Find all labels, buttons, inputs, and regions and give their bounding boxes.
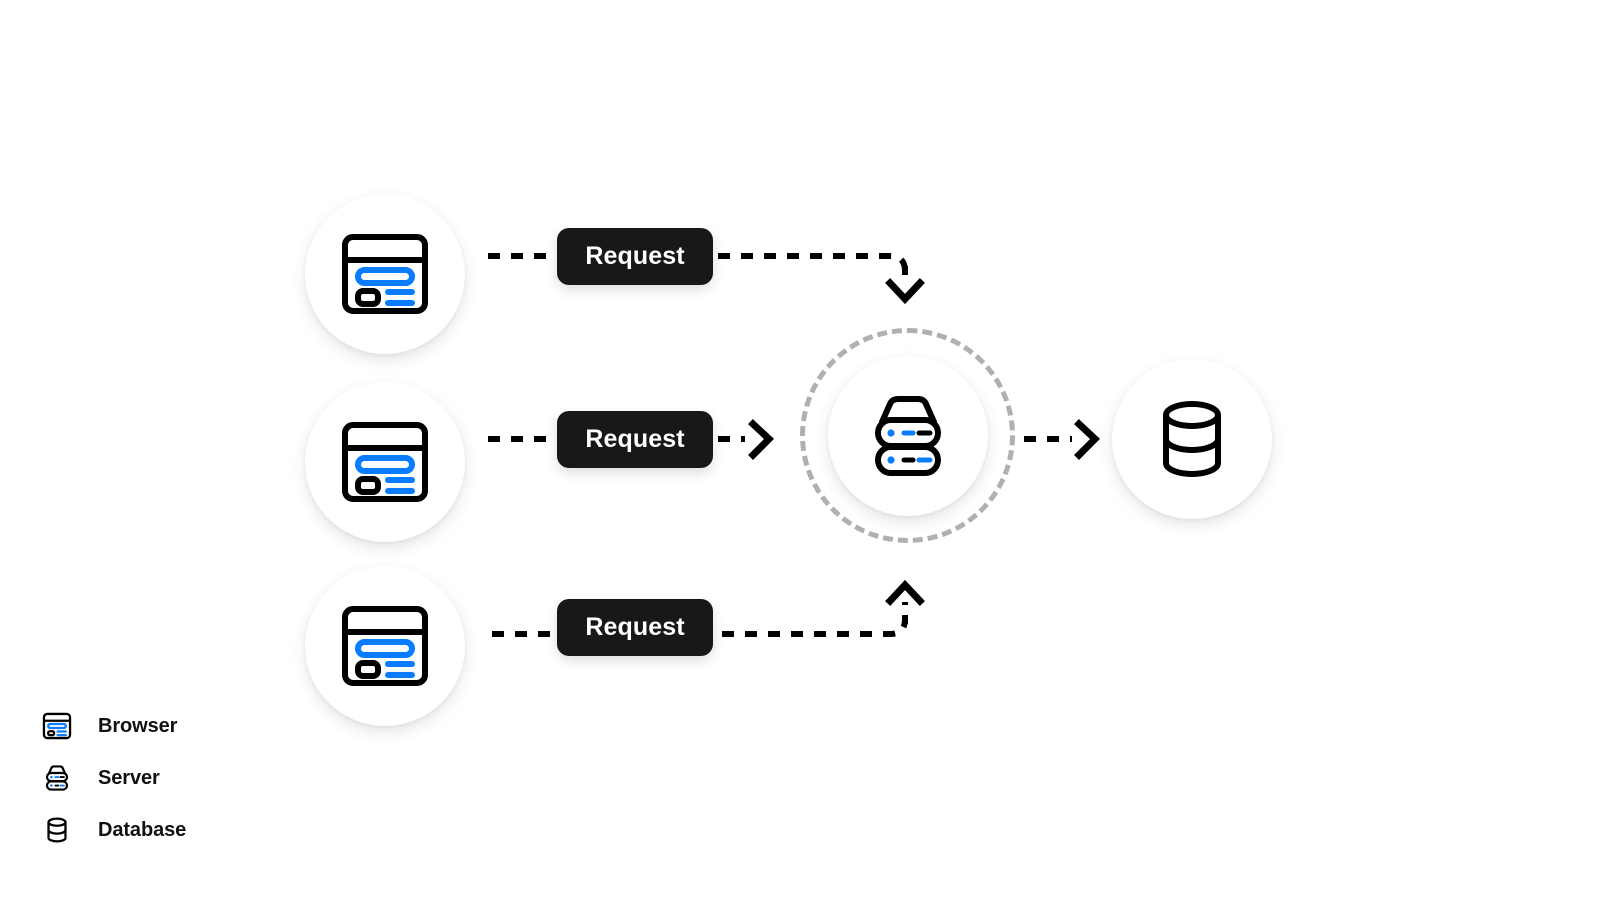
node-database[interactable] — [1112, 359, 1272, 519]
browser-icon — [339, 228, 431, 320]
server-icon — [40, 761, 74, 795]
edge-bottom — [492, 579, 925, 637]
edge-server-db — [1024, 419, 1101, 460]
edge-top-arrowhead-down-icon — [885, 278, 925, 305]
edge-middle-arrowhead-right-icon — [748, 419, 775, 460]
node-browser-bottom[interactable] — [305, 566, 465, 726]
legend-item-server: Server — [40, 752, 360, 804]
edge-label-request-bottom[interactable]: Request — [557, 599, 713, 656]
badge-text: Request — [585, 242, 685, 270]
edge-top-line-horizontal — [488, 253, 908, 275]
badge-text: Request — [585, 425, 685, 453]
legend-label: Browser — [98, 714, 178, 737]
edge-server-db-arrowhead-right-icon — [1074, 419, 1101, 460]
legend-label: Database — [98, 818, 187, 841]
badge-text: Request — [585, 613, 685, 641]
edge-top — [488, 253, 925, 305]
edge-bottom-arrowhead-up-icon — [885, 579, 925, 606]
server-icon — [860, 388, 956, 484]
legend-item-browser: Browser — [40, 700, 360, 752]
browser-icon — [40, 709, 74, 743]
edge-label-request-top[interactable]: Request — [557, 228, 713, 285]
browser-icon — [339, 600, 431, 692]
server-focus-ring — [800, 328, 1015, 543]
database-icon — [40, 813, 74, 847]
legend-item-database: Database — [40, 804, 360, 856]
node-server[interactable] — [828, 356, 988, 516]
legend-label: Server — [98, 766, 160, 789]
browser-icon — [339, 416, 431, 508]
node-browser-top[interactable] — [305, 194, 465, 354]
edge-label-request-middle[interactable]: Request — [557, 411, 713, 468]
node-browser-middle[interactable] — [305, 382, 465, 542]
database-icon — [1146, 393, 1238, 485]
legend: Browser Server — [40, 700, 360, 856]
